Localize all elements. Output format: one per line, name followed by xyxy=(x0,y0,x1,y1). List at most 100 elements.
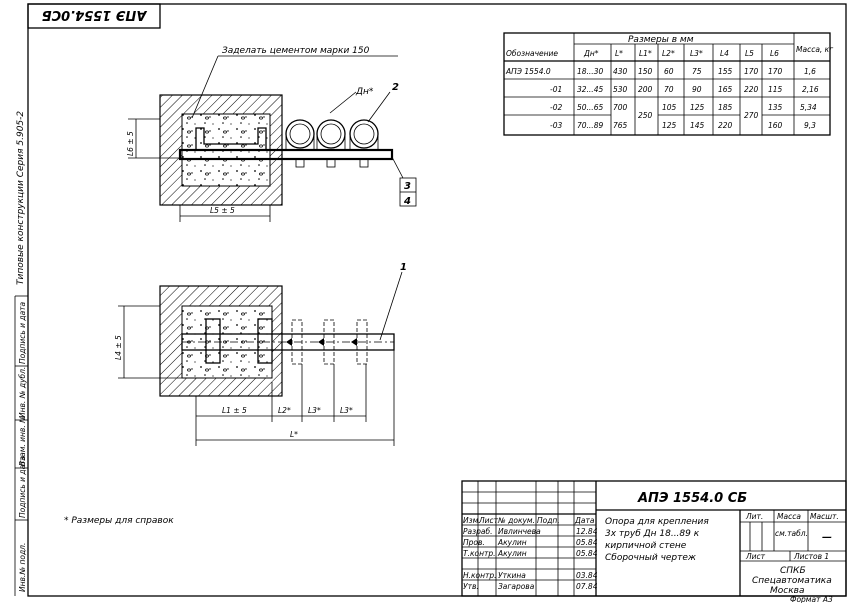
mass-value: см.табл. xyxy=(775,529,808,538)
svg-text:Утв.: Утв. xyxy=(463,582,479,591)
header-l1: L1* xyxy=(639,49,652,58)
header-l3: L3* xyxy=(690,49,703,58)
cell: 145 xyxy=(690,121,705,130)
title-block-names: Ивлинчева Акулин Акулин Уткина Загарова xyxy=(497,527,541,591)
cell: 150 xyxy=(638,67,653,76)
svg-text:Изм.: Изм. xyxy=(463,516,481,525)
sheet-label: Лист xyxy=(745,552,766,561)
scale-header: Масшт. xyxy=(810,512,839,521)
cell: АПЭ 1554.0 xyxy=(505,67,551,76)
cell: -01 xyxy=(550,85,562,94)
cell: 220 xyxy=(744,85,759,94)
side-columns-grid xyxy=(15,365,28,521)
lit-header: Лит. xyxy=(745,512,763,521)
svg-text:12.84: 12.84 xyxy=(576,527,598,536)
svg-text:№ докум.: № докум. xyxy=(497,516,535,525)
svg-text:Н.контр.: Н.контр. xyxy=(463,571,497,580)
lower-view xyxy=(118,271,403,446)
top-stamp-box xyxy=(27,3,161,29)
svg-text:Опора для крепления: Опора для крепления xyxy=(605,517,709,527)
header-designation: Обозначение xyxy=(506,49,558,58)
svg-text:Спецавтоматика: Спецавтоматика xyxy=(752,576,832,586)
title-block-left-header: Изм. Лист № докум. Подп. Дата xyxy=(463,516,595,525)
cell: 115 xyxy=(768,85,783,94)
cell: 530 xyxy=(613,85,628,94)
cell: 2,16 xyxy=(802,85,819,94)
callout-pos1: 1 xyxy=(400,262,407,273)
svg-text:Подп.: Подп. xyxy=(537,516,560,525)
cell: 75 xyxy=(692,67,702,76)
cell: 765 xyxy=(613,121,628,130)
cell: 125 xyxy=(662,121,677,130)
svg-text:Дата: Дата xyxy=(574,516,595,525)
svg-text:Сборочный чертеж: Сборочный чертеж xyxy=(605,553,697,563)
cell: -03 xyxy=(550,121,562,130)
cell: 170 xyxy=(744,67,759,76)
cell: 60 xyxy=(664,67,674,76)
svg-text:СПКБ: СПКБ xyxy=(780,566,806,576)
callout-pos4: 4 xyxy=(403,196,411,207)
dim-l3-a: L3* xyxy=(308,406,321,415)
org-lines: СПКБ Спецавтоматика Москва xyxy=(752,566,832,596)
svg-text:05.84: 05.84 xyxy=(576,538,598,547)
header-mass: Масса, кг xyxy=(796,45,833,54)
cell: 270 xyxy=(744,111,759,120)
svg-text:Разраб.: Разраб. xyxy=(463,527,492,536)
cell: 155 xyxy=(718,67,733,76)
svg-text:кирпичной стене: кирпичной стене xyxy=(605,541,687,551)
svg-text:07.84: 07.84 xyxy=(576,582,598,591)
doc-number: АПЭ 1554.0 СБ xyxy=(637,491,747,506)
title-block xyxy=(461,480,847,597)
svg-text:Загарова: Загарова xyxy=(498,582,535,591)
side-col-0: Инв.№ подл. xyxy=(18,543,27,592)
svg-text:Ивлинчева: Ивлинчева xyxy=(498,527,541,536)
cell: 90 xyxy=(692,85,702,94)
format-label: Формат А3 xyxy=(790,595,833,603)
pipe-clamps-upper xyxy=(285,119,379,168)
sheets-label: Листов 1 xyxy=(793,552,829,561)
sizes-group-header: Размеры в мм xyxy=(628,35,694,45)
cell: 200 xyxy=(638,85,653,94)
cell: 220 xyxy=(718,121,733,130)
cell: 5,34 xyxy=(800,103,817,112)
side-col-4: Подпись и дата xyxy=(18,301,27,364)
header-l4: L4 xyxy=(720,49,729,58)
callout-cement: Заделать цементом марки 150 xyxy=(222,46,370,56)
side-series-label: Типовые конструкции Серия 5.905-2 xyxy=(16,111,26,285)
dim-l5: L5 ± 5 xyxy=(210,206,235,215)
svg-text:Лист: Лист xyxy=(478,516,499,525)
dim-l1: L1 ± 5 xyxy=(222,406,247,415)
side-col-2: Взам. инв. № xyxy=(18,415,27,466)
svg-text:Москва: Москва xyxy=(770,586,804,596)
svg-text:Пров.: Пров. xyxy=(463,538,485,547)
cell: -02 xyxy=(550,103,562,112)
drawing-frame xyxy=(27,3,847,597)
dim-l: L* xyxy=(290,430,298,439)
cell: 165 xyxy=(718,85,733,94)
title-block-roles: Разраб. Пров. Т.контр. Н.контр. Утв. xyxy=(463,527,497,591)
cell: 170 xyxy=(768,67,783,76)
callout-dn: Дн* xyxy=(355,87,374,97)
header-l6: L6 xyxy=(770,49,779,58)
top-stamp-text: АПЭ 1554.0СБ xyxy=(42,7,148,22)
cell: 18...30 xyxy=(577,67,603,76)
dim-l3-b: L3* xyxy=(340,406,353,415)
header-l: L* xyxy=(615,49,623,58)
sizes-table xyxy=(503,32,831,136)
sizes-headers: Обозначение Дн* L* L1* L2* L3* L4 L5 L6 … xyxy=(506,45,833,58)
header-dn: Дн* xyxy=(583,49,599,58)
cell: 70...89 xyxy=(577,121,603,130)
note-reference: * Размеры для справок xyxy=(64,516,174,526)
cell: 1,6 xyxy=(804,67,816,76)
cell: 70 xyxy=(664,85,674,94)
upper-view xyxy=(128,55,417,222)
header-l2: L2* xyxy=(662,49,675,58)
cell: 50...65 xyxy=(577,103,603,112)
side-col-3: Инв. № дубл. xyxy=(18,367,27,418)
svg-text:Уткина: Уткина xyxy=(498,571,526,580)
scale-value: — xyxy=(822,532,832,543)
svg-text:Т.контр.: Т.контр. xyxy=(463,549,496,558)
callout-pos2: 2 xyxy=(392,82,399,93)
cell: 105 xyxy=(662,103,677,112)
